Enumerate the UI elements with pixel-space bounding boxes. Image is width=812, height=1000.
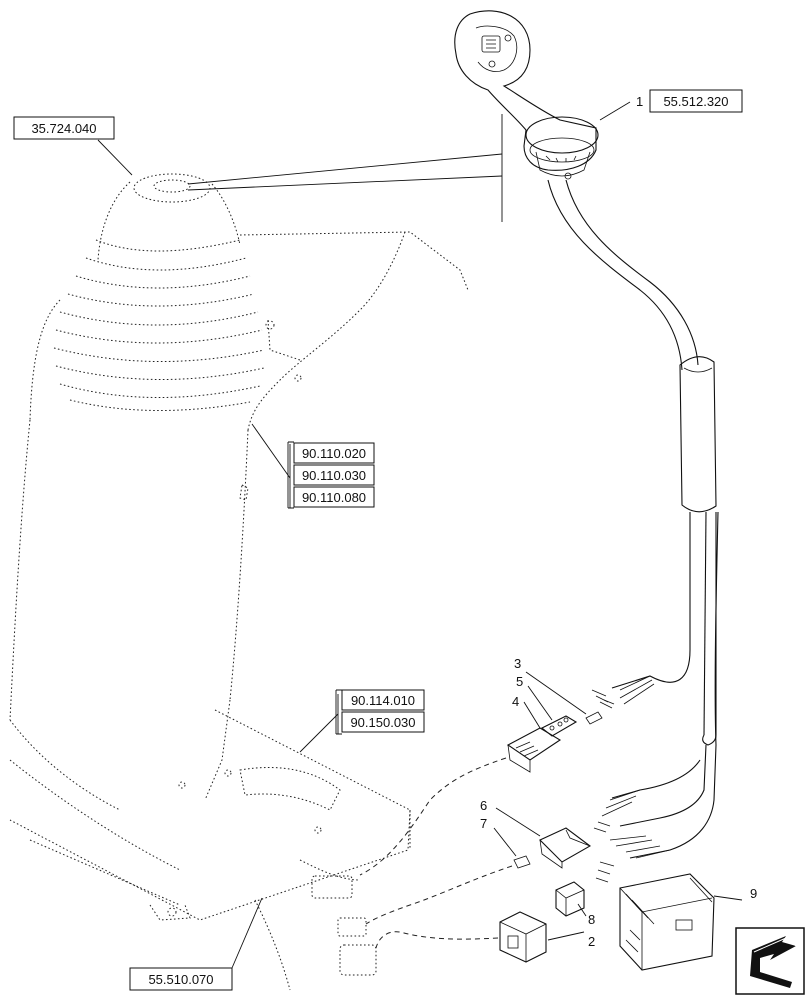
- item-number-2[interactable]: 2: [588, 934, 595, 949]
- arrow-icon[interactable]: [735, 927, 805, 995]
- ref-90-110-020[interactable]: 90.110.020: [293, 442, 375, 464]
- item-number-1[interactable]: 1: [636, 94, 643, 109]
- item-number-6[interactable]: 6: [480, 798, 487, 813]
- kit-box: [619, 873, 715, 971]
- ref-35-724-040[interactable]: 35.724.040: [13, 116, 115, 140]
- item-number-9[interactable]: 9: [750, 886, 757, 901]
- item-number-3[interactable]: 3: [514, 656, 521, 671]
- ref-label: 90.110.030: [302, 468, 366, 483]
- item-number-4[interactable]: 4: [512, 694, 519, 709]
- ref-label: 90.114.010: [351, 693, 415, 708]
- ref-label: 35.724.040: [31, 121, 96, 136]
- ref-55-512-320[interactable]: 55.512.320: [649, 89, 743, 113]
- item-number-7[interactable]: 7: [480, 816, 487, 831]
- ref-label: 90.110.080: [302, 490, 366, 505]
- ref-label: 55.512.320: [663, 94, 728, 109]
- ref-label: 90.110.020: [302, 446, 366, 461]
- ref-label: 90.150.030: [350, 715, 415, 730]
- item-number-5[interactable]: 5: [516, 674, 523, 689]
- wiring-harness: [547, 179, 719, 883]
- ref-55-510-070[interactable]: 55.510.070: [129, 967, 233, 991]
- connector-parts: [359, 711, 603, 963]
- ref-90-110-080[interactable]: 90.110.080: [293, 486, 375, 508]
- ref-label: 55.510.070: [148, 972, 213, 987]
- console-outline: [9, 173, 469, 991]
- item-number-8[interactable]: 8: [588, 912, 595, 927]
- bracket: [335, 689, 342, 735]
- bracket: [287, 441, 294, 509]
- ref-90-110-030[interactable]: 90.110.030: [293, 464, 375, 486]
- joystick-handle: [454, 10, 599, 180]
- ref-90-114-010[interactable]: 90.114.010: [341, 689, 425, 711]
- ref-90-150-030[interactable]: 90.150.030: [341, 711, 425, 733]
- leader-lines: [97, 101, 743, 969]
